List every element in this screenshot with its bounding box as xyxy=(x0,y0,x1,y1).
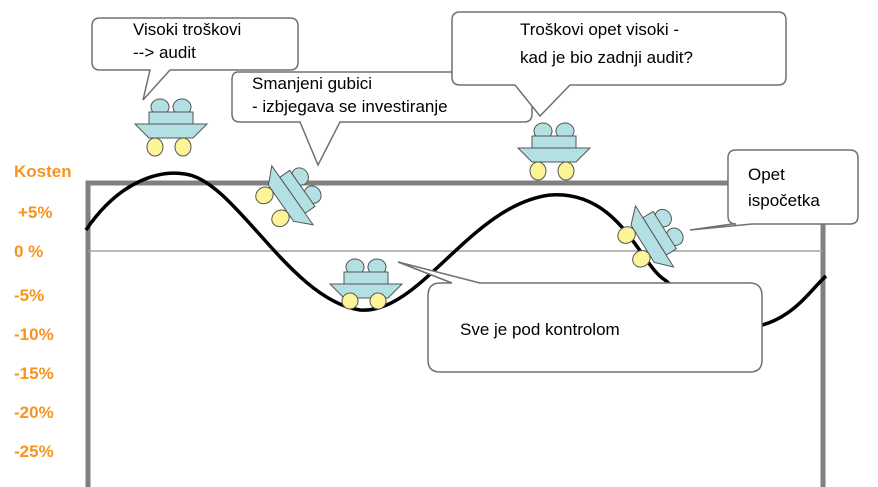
y-tick-minus5: -5% xyxy=(14,286,45,305)
y-tick-minus20: -20% xyxy=(14,403,54,422)
speech-bubble-4 xyxy=(689,149,859,231)
cart-icon xyxy=(328,258,404,310)
speech-bubble-5 xyxy=(397,261,763,373)
cart-icon xyxy=(617,204,684,268)
speech-bubble-1 xyxy=(91,17,299,101)
y-tick-minus10: -10% xyxy=(14,325,54,344)
bubble-4-text: Opet ispočetka xyxy=(748,165,820,210)
y-tick-plus5: +5% xyxy=(18,203,53,222)
y-tick-0: 0 % xyxy=(14,242,44,261)
cart-icon xyxy=(255,164,322,228)
cart-icon xyxy=(516,122,592,181)
chart-frame xyxy=(85,180,826,487)
bubble-3-text: Troškovi opet visoki - kad je bio zadnji… xyxy=(520,20,693,67)
bubble-1-text: Visoki troškovi --> audit xyxy=(133,20,242,62)
axis-title: Kosten xyxy=(14,162,72,181)
bubble-5-text: Sve je pod kontrolom xyxy=(460,320,620,339)
bubble-2-text: Smanjeni gubici - izbjegava se investira… xyxy=(252,74,448,116)
y-tick-minus15: -15% xyxy=(14,364,54,383)
speech-bubble-3 xyxy=(451,11,787,118)
y-tick-minus25: -25% xyxy=(14,442,54,461)
cart-icon xyxy=(133,98,209,157)
